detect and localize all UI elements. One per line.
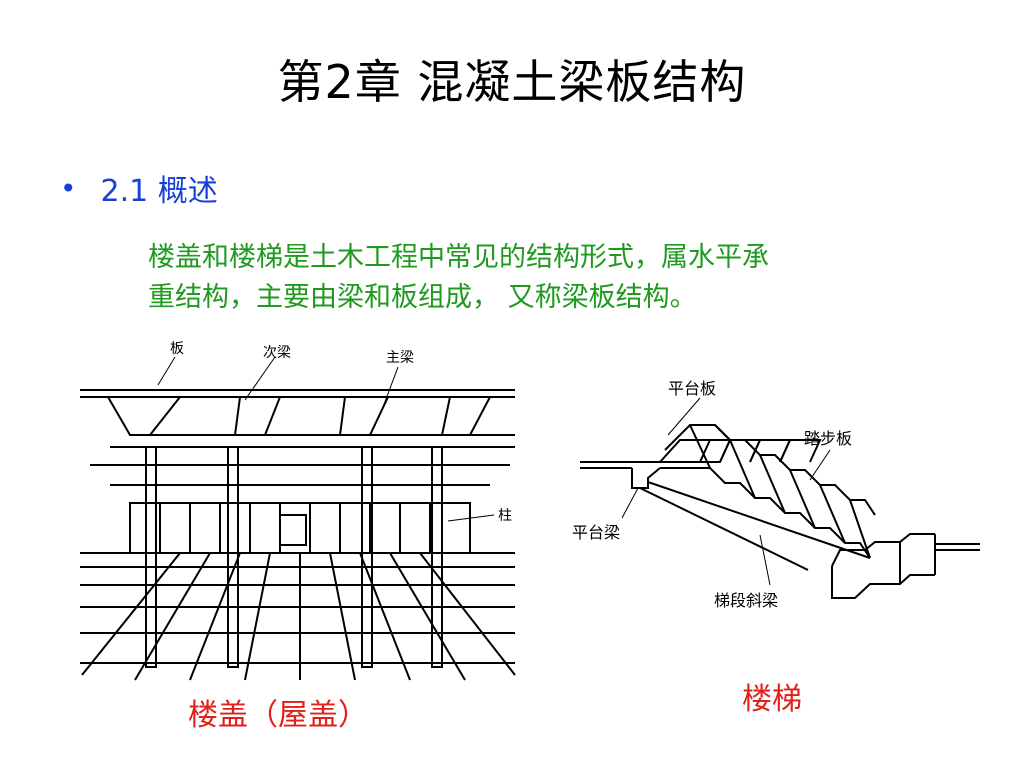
floor-structure-illustration: 板 次梁 主梁 柱 bbox=[80, 341, 516, 681]
intro-paragraph: 楼盖和楼梯是土木工程中常见的结构形式，属水平承 重结构，主要由梁和板组成， 又称… bbox=[148, 238, 968, 318]
label-main-beam: 主梁 bbox=[386, 350, 414, 366]
label-inclined-beam: 梯段斜梁 bbox=[714, 591, 778, 610]
label-column: 柱 bbox=[498, 508, 512, 524]
paragraph-line-1: 楼盖和楼梯是土木工程中常见的结构形式，属水平承 bbox=[148, 242, 769, 273]
stair-caption: 楼梯 bbox=[742, 682, 802, 717]
paragraph-line-2: 重结构，主要由梁和板组成， 又称梁板结构。 bbox=[148, 282, 697, 313]
label-slab: 板 bbox=[170, 341, 184, 357]
slide-title: 第2章 混凝土梁板结构 bbox=[277, 55, 747, 109]
section-heading: 2.1 概述 bbox=[100, 174, 218, 209]
label-platform-slab: 平台板 bbox=[668, 379, 716, 398]
bullet-icon: • bbox=[60, 171, 77, 205]
label-platform-beam: 平台梁 bbox=[572, 523, 620, 542]
section-heading-row: • 2.1 概述 bbox=[60, 166, 218, 210]
label-tread-slab: 踏步板 bbox=[804, 429, 852, 448]
floor-caption: 楼盖（屋盖） bbox=[188, 698, 368, 733]
label-secondary-beam: 次梁 bbox=[263, 345, 291, 361]
stair-structure-illustration: 平台板 踏步板 平台梁 梯段斜梁 bbox=[572, 379, 980, 610]
